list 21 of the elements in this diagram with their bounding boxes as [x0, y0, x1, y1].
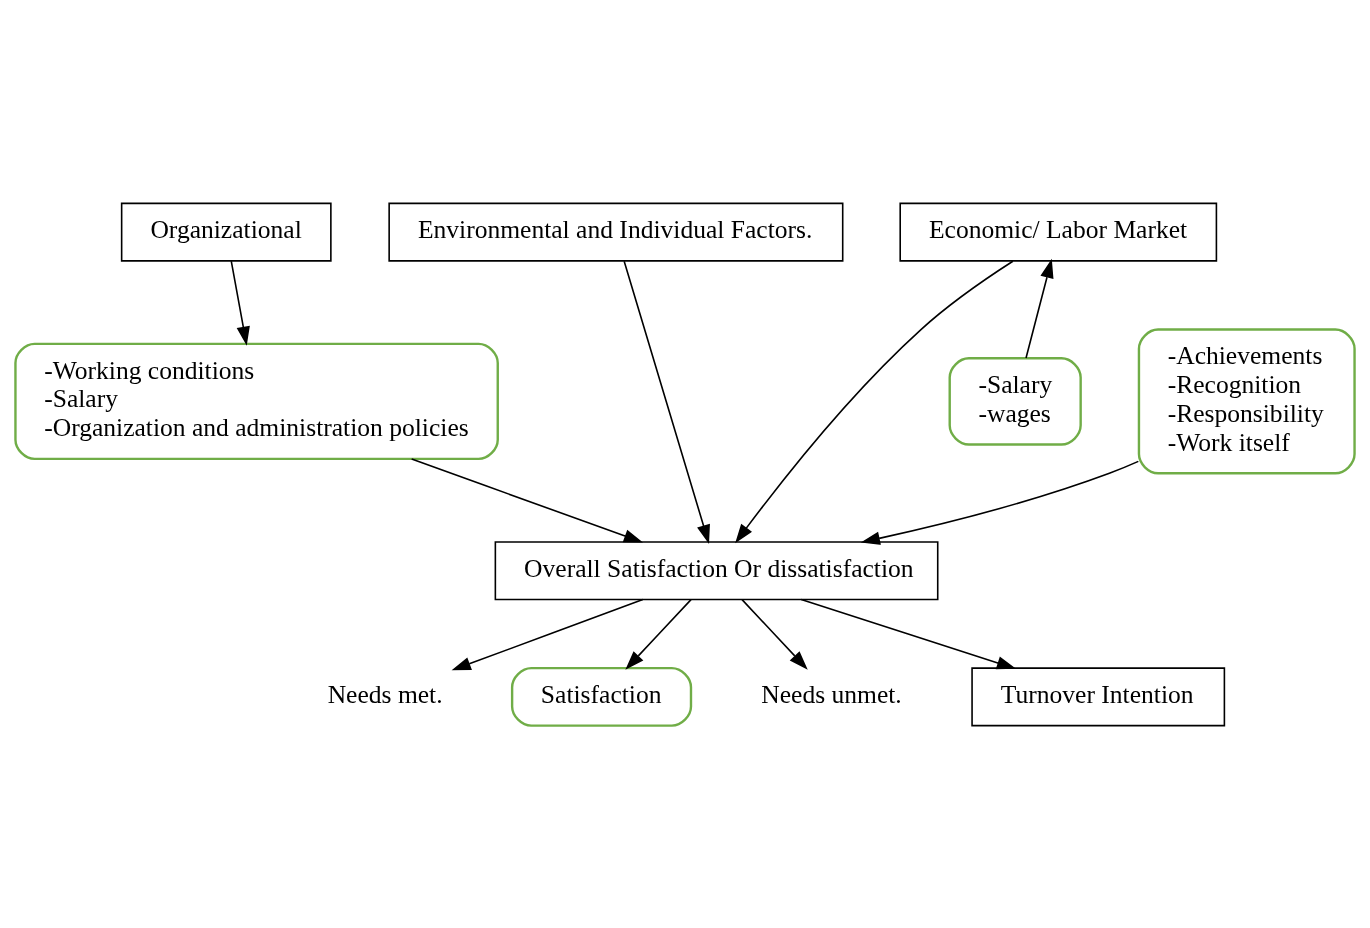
node-box: Organizational	[120, 202, 332, 262]
node-box: Economic/ Labor Market	[899, 202, 1218, 262]
node-box: -Working conditions -Salary -Organization and administration policies	[14, 342, 499, 460]
node-box: Turnover Intention	[971, 666, 1226, 726]
arrow	[623, 259, 710, 544]
arrow	[860, 460, 1140, 545]
node-text: Needs met.	[327, 679, 443, 709]
arrow	[451, 598, 644, 670]
arrow	[741, 598, 808, 670]
arrow	[410, 457, 644, 543]
node-box: Overall Satisfaction Or dissatisfaction	[494, 540, 939, 600]
arrow	[1025, 258, 1054, 359]
arrow	[735, 259, 1014, 543]
node-box: -Salary -wages	[948, 356, 1082, 446]
node-box: Satisfaction	[510, 666, 693, 727]
arrow	[625, 598, 692, 670]
node-text: Needs unmet.	[761, 679, 902, 709]
arrow	[230, 259, 250, 346]
node-box: -Achievements -Recognition -Responsibility -Work itself	[1137, 327, 1356, 474]
arrow	[800, 598, 1017, 669]
node-box: Environmental and Individual Factors.	[388, 202, 844, 262]
